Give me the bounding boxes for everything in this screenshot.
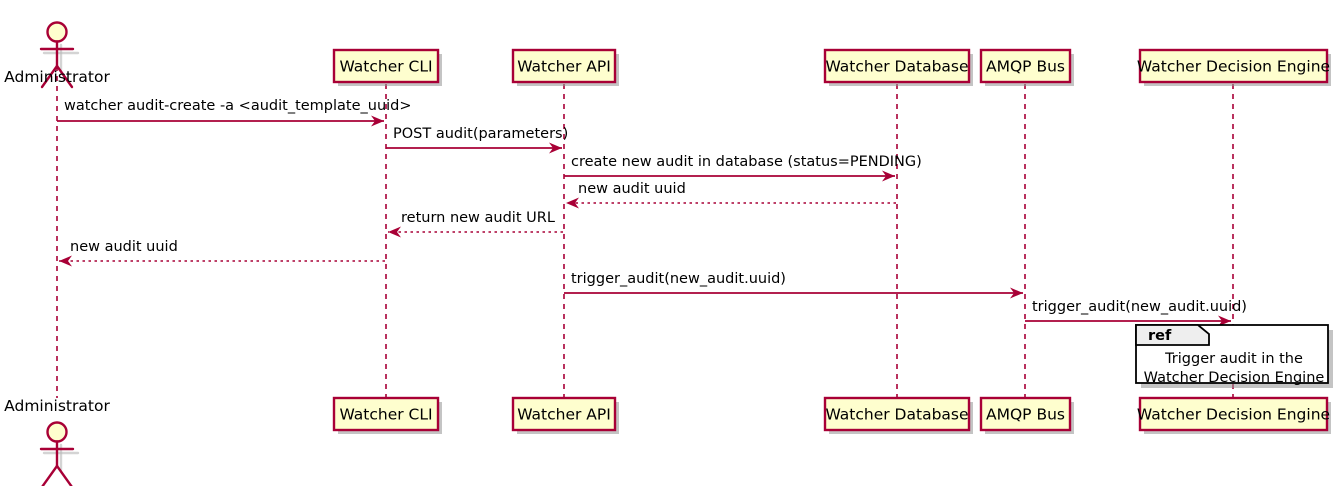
participant-box-watcher-decision-engine[interactable] — [1138, 396, 1329, 432]
actor-head-administrator — [46, 21, 68, 43]
participant-box-watcher-cli[interactable] — [332, 396, 440, 432]
participant-label-watcher-cli: Watcher CLI — [339, 406, 432, 424]
message-arrowhead-2 — [549, 142, 562, 154]
message-label-5: return new audit URL — [401, 210, 555, 226]
participant-box-watcher-database[interactable] — [823, 48, 971, 84]
message-label-1: watcher audit-create -a <audit_template_… — [64, 98, 412, 114]
participant-label-amqp-bus: AMQP Bus — [986, 58, 1065, 76]
actor-label-administrator: Administrator — [4, 397, 110, 415]
actor-label-administrator: Administrator — [4, 68, 110, 86]
participant-box-amqp-bus[interactable] — [979, 396, 1072, 432]
ref-fragment-line-2: Watcher Decision Engine — [1144, 370, 1325, 386]
message-label-6: new audit uuid — [70, 239, 178, 255]
participant-label-watcher-database: Watcher Database — [825, 58, 968, 76]
ref-fragment-tab — [1135, 324, 1210, 346]
message-arrowhead-6 — [59, 255, 72, 267]
participant-box-watcher-api[interactable] — [511, 48, 617, 84]
message-label-2: POST audit(parameters) — [393, 126, 568, 142]
message-arrowhead-7 — [1010, 287, 1023, 299]
actor-leg-right-administrator — [55, 464, 73, 486]
actor-leg-left-administrator — [40, 64, 59, 89]
message-label-8: trigger_audit(new_audit.uuid) — [1032, 299, 1247, 315]
actor-head-administrator — [46, 421, 68, 443]
actor-leg-right-administrator — [55, 64, 74, 89]
participant-box-watcher-cli[interactable] — [332, 48, 440, 84]
participant-label-watcher-cli: Watcher CLI — [339, 58, 432, 76]
message-arrowhead-5 — [388, 226, 401, 238]
participant-label-watcher-api: Watcher API — [517, 406, 611, 424]
participant-label-watcher-decision-engine: Watcher Decision Engine — [1137, 406, 1330, 424]
participant-label-watcher-decision-engine: Watcher Decision Engine — [1137, 58, 1330, 76]
participant-box-watcher-api[interactable] — [511, 396, 617, 432]
participant-label-watcher-api: Watcher API — [517, 58, 611, 76]
message-label-4: new audit uuid — [578, 181, 686, 197]
message-label-3: create new audit in database (status=PEN… — [571, 154, 922, 170]
message-arrowhead-3 — [882, 170, 895, 182]
message-arrowhead-8 — [1218, 315, 1231, 327]
participant-box-watcher-database[interactable] — [823, 396, 971, 432]
participant-label-amqp-bus: AMQP Bus — [986, 406, 1065, 424]
actor-leg-left-administrator — [41, 464, 59, 486]
message-label-7: trigger_audit(new_audit.uuid) — [571, 271, 786, 287]
participant-box-amqp-bus[interactable] — [979, 48, 1072, 84]
participant-label-watcher-database: Watcher Database — [825, 406, 968, 424]
participant-box-watcher-decision-engine[interactable] — [1138, 48, 1329, 84]
message-arrowhead-4 — [566, 197, 579, 209]
ref-fragment-tab-label: ref — [1148, 328, 1172, 344]
message-arrowhead-1 — [371, 115, 384, 127]
ref-fragment-line-1: Trigger audit in the — [1164, 351, 1303, 367]
